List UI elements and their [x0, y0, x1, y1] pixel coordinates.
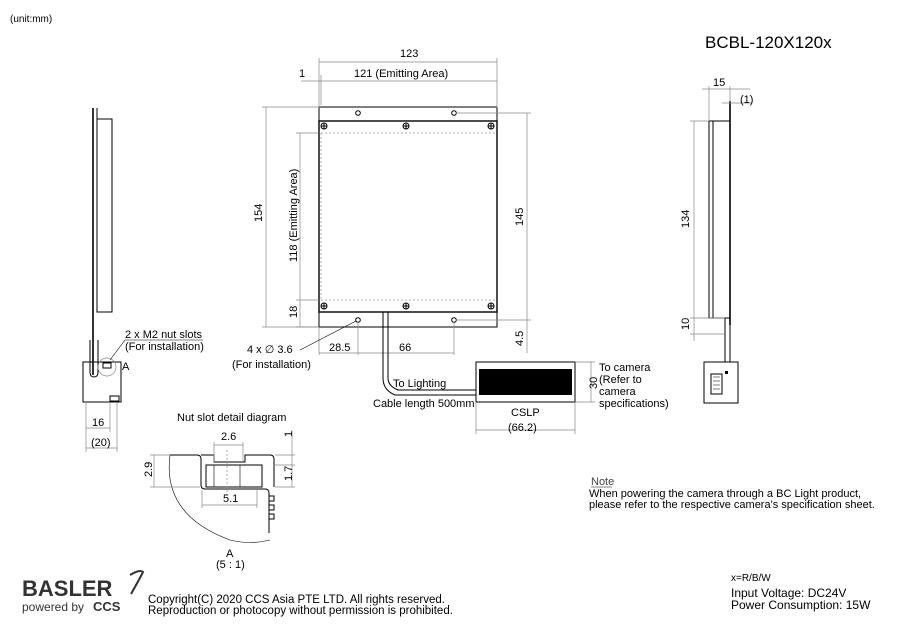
dim-height: 154 [253, 204, 265, 222]
dim-15: 15 [713, 77, 725, 89]
dim-hole-pitch-v: 145 [514, 208, 526, 226]
front-view: 123 121 (Emitting Area) 1 154 118 (Emitt… [232, 48, 531, 410]
right-side-view: 15 (1) 134 10 [680, 77, 753, 404]
note-line-2: please refer to the respective camera's … [589, 499, 875, 511]
cable-length-label: Cable length 500mm [373, 398, 475, 410]
dim-edge-offset: 1 [299, 68, 305, 80]
dim-hole-pitch-h: 66 [399, 342, 411, 354]
dim-hole-x1: 28.5 [329, 342, 350, 354]
holes-note: (For installation) [232, 359, 311, 371]
dim-16: 16 [92, 417, 104, 429]
note-block: Note When powering the camera through a … [589, 476, 875, 511]
connector-height: 30 [588, 377, 600, 389]
dim-2-9: 2.9 [143, 462, 155, 477]
dim-20: (20) [91, 437, 111, 449]
note-line-1: When powering the camera through a BC Li… [589, 488, 861, 500]
mount-holes [355, 110, 457, 323]
dim-10: 10 [680, 318, 692, 330]
nut-slot-detail: Nut slot detail diagram 2.6 1 1.7 2.9 5.… [143, 412, 295, 571]
dim-hole-offset: 4.5 [514, 331, 526, 346]
holes-label: 4 x ∅ 3.6 [247, 344, 293, 356]
dim-2-6: 2.6 [221, 431, 236, 443]
logo-powered: powered by [22, 600, 84, 614]
slots-note: (For installation) [125, 341, 204, 353]
detail-scale: (5 : 1) [216, 559, 245, 571]
dim-emitting-width: 121 (Emitting Area) [354, 68, 448, 80]
logo-partner: CCS [93, 599, 121, 614]
detail-label-a: A [226, 548, 234, 560]
copyright-line-2: Reproduction or photocopy without permis… [148, 605, 453, 617]
input-voltage: Input Voltage: DC24V [731, 586, 846, 600]
slots-label: 2 x M2 nut slots [125, 329, 203, 341]
dim-1: 1 [283, 431, 295, 437]
cable-to-label: To Lighting [393, 378, 446, 390]
connector-note-line: To camera [599, 362, 651, 374]
nut-detail-title: Nut slot detail diagram [177, 412, 286, 424]
unit-label: (unit:mm) [10, 14, 52, 25]
connector-name: CSLP [511, 407, 540, 419]
dim-width: 123 [400, 48, 418, 60]
model-title: BCBL-120X120x [705, 33, 832, 52]
specs-block: x=R/B/W Input Voltage: DC24V Power Consu… [731, 573, 871, 612]
variants-label: x=R/B/W [731, 573, 771, 584]
dim-5-1: 5.1 [223, 493, 238, 505]
dim-1-7: 1.7 [283, 466, 295, 481]
power-consumption: Power Consumption: 15W [731, 598, 871, 612]
dim-emitting-height: 118 (Emitting Area) [288, 169, 300, 262]
connector-note-line: specifications) [599, 398, 669, 410]
logo-brand: BASLER [22, 576, 113, 601]
copyright-line-1: Copyright(C) 2020 CCS Asia PTE LTD. All … [148, 594, 445, 606]
screw-icons [320, 122, 495, 310]
left-side-view: 2 x M2 nut slots (For installation) A 16… [82, 108, 204, 452]
dim-1: (1) [740, 94, 753, 106]
connector-note-line: (Refer to [599, 374, 642, 386]
basler-logo: BASLER powered by CCS [22, 570, 145, 614]
note-title: Note [591, 476, 614, 488]
cslp-connector: 30 CSLP (66.2) To camera (Refer to camer… [475, 361, 669, 434]
connector-note-line: camera [599, 386, 637, 398]
connector-width: (66.2) [508, 422, 537, 434]
dim-bottom-margin: 18 [288, 306, 300, 318]
dim-134: 134 [680, 210, 692, 228]
detail-mark-a: A [122, 361, 130, 373]
